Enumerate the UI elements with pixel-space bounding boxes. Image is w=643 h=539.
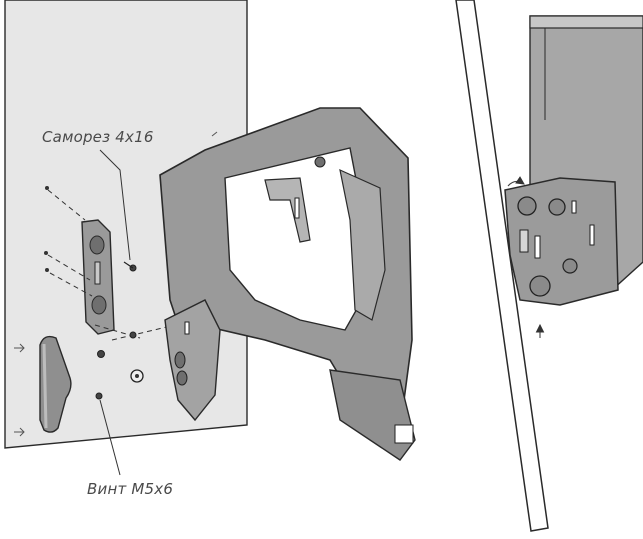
panel-edge-arrows bbox=[14, 131, 218, 437]
hinge-mechanism bbox=[504, 177, 619, 306]
exploded-view bbox=[4, 0, 416, 476]
cover-cap bbox=[39, 335, 72, 433]
washer-icon bbox=[130, 369, 144, 383]
lift-bracket bbox=[159, 107, 416, 461]
bolt-leader-line bbox=[99, 399, 121, 476]
phillips-screw-icon bbox=[95, 261, 137, 400]
mounting-plate bbox=[81, 219, 115, 335]
side-view bbox=[455, 0, 643, 532]
screw-leader-line bbox=[99, 149, 131, 261]
rotate-arrow bbox=[507, 176, 525, 187]
tilted-door-panel bbox=[455, 0, 549, 532]
screw-callout-label: Саморез 4х16 bbox=[42, 128, 154, 146]
bolt-callout-label: Винт М5х6 bbox=[87, 480, 174, 498]
small-dots bbox=[44, 186, 49, 272]
